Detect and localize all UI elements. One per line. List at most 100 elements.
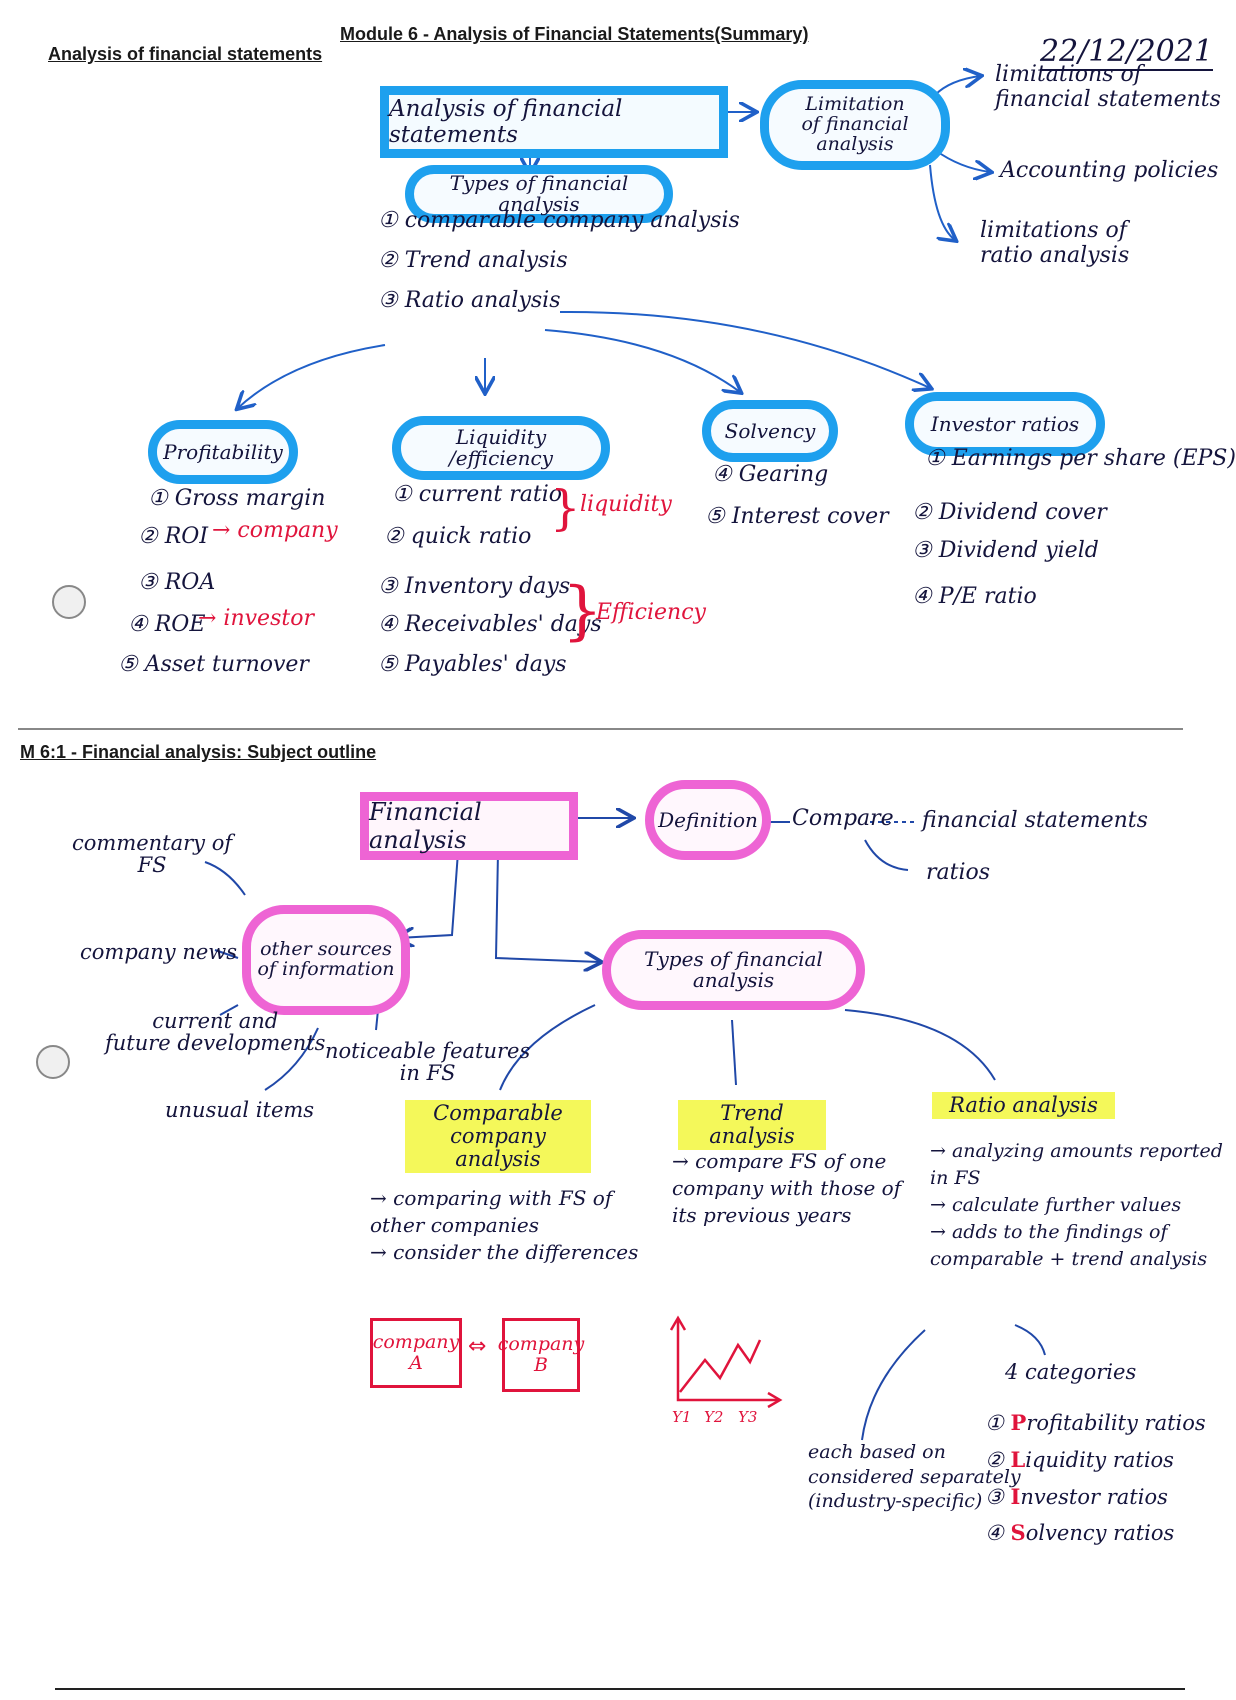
company-b-line-1: company <box>497 1333 585 1356</box>
limitation-cloud-line-1: Limitation <box>805 93 905 116</box>
solvency-item-2: ⑤ Interest cover <box>705 504 889 529</box>
investor-item-2: ② Dividend cover <box>912 500 1107 525</box>
ratio-note-3: → calculate further values <box>930 1193 1182 1216</box>
left-section-title: Analysis of financial statements <box>48 44 323 64</box>
ratio-note-5: comparable + trend analysis <box>930 1247 1208 1270</box>
source-commentary-line-1: commentary of <box>72 831 233 855</box>
ratio-category-profitability: ① Profitability ratios <box>985 1405 1206 1442</box>
source-company-news: company news <box>80 940 238 964</box>
bottom-section-title: M 6:1 - Financial analysis: Subject outl… <box>20 742 377 762</box>
comparable-notes: → comparing with FS of other companies →… <box>370 1185 638 1266</box>
liquidity-item-3: ③ Inventory days <box>378 574 571 599</box>
solvency-title: Solvency <box>724 418 816 443</box>
trend-year-3: Y3 <box>738 1408 758 1426</box>
source-developments-line-2: future developments <box>105 1031 326 1056</box>
ratio-category-2-num: ② <box>985 1447 1004 1472</box>
profitability-note-company: → company <box>212 518 338 543</box>
profitability-title: Profitability <box>163 439 283 464</box>
liquidity-item-5: ⑤ Payables' days <box>378 652 567 677</box>
type-item-comparable: ① comparable company analysis <box>378 208 740 233</box>
efficiency-brace: } <box>562 574 603 648</box>
definition-label: Definition <box>658 807 758 832</box>
line-to-categories <box>1014 1324 1046 1356</box>
solvency-cloud: Solvency <box>702 400 838 462</box>
financial-analysis-box: Financial analysis <box>360 792 578 860</box>
type-item-ratio: ③ Ratio analysis <box>378 288 561 313</box>
trend-note-1: → compare FS of one <box>672 1149 887 1173</box>
limitation-item-accounting-policies: Accounting policies <box>1000 158 1219 183</box>
liquidity-item-4: ④ Receivables' days <box>378 612 602 637</box>
company-b-line-2: B <box>534 1354 548 1376</box>
compare-target-ratios: ratios <box>926 860 991 885</box>
ratio-compare-note-2: considered separately <box>808 1465 1021 1488</box>
profitability-item-4: ④ ROE <box>128 612 206 637</box>
arrow-to-types-bottom <box>494 851 600 962</box>
financial-analysis-label: Financial analysis <box>369 798 482 854</box>
source-developments-line-1: current and <box>152 1009 279 1033</box>
line-to-ratio <box>844 1009 996 1081</box>
trend-chart-y-arrowhead <box>669 1315 687 1331</box>
line-to-trend <box>731 1019 737 1086</box>
liquidity-efficiency-cloud: Liquidity /efficiency <box>392 416 610 480</box>
trend-chart-axes <box>676 1320 778 1402</box>
comparison-arrow: ⇔ <box>468 1334 487 1359</box>
arrow-to-solvency <box>544 329 740 392</box>
investor-ratios-cloud: Investor ratios <box>905 392 1105 456</box>
line-company-news <box>214 949 239 959</box>
profitability-item-3: ③ ROA <box>138 570 216 595</box>
ratio-category-1-rest: rofitability ratios <box>1026 1411 1206 1435</box>
types-cloud-top-label: Types of financial analysis <box>449 171 629 216</box>
source-noticeable-line-2: in FS <box>399 1061 456 1086</box>
efficiency-note: Efficiency <box>596 600 706 625</box>
connector-lines <box>204 0 1046 1441</box>
trend-mini-chart <box>669 1315 783 1409</box>
types-cloud-top: Types of financial analysis <box>405 165 673 223</box>
ratio-category-investor: ③ Investor ratios <box>985 1479 1206 1516</box>
trend-chart-line <box>679 1339 762 1393</box>
ratio-category-1-num: ① <box>985 1411 1004 1435</box>
trend-note-2: company with those of <box>672 1176 902 1200</box>
definition-cloud: Definition <box>645 780 771 860</box>
other-sources-line-1: other sources <box>260 938 392 961</box>
liquidity-brace: } <box>550 480 581 536</box>
line-commentary <box>204 861 246 896</box>
trend-title: Trend analysis <box>678 1100 826 1151</box>
liquidity-note: liquidity <box>580 492 672 517</box>
ratio-compare-note: each based on considered separately (ind… <box>808 1440 1021 1514</box>
investor-title: Investor ratios <box>930 411 1080 436</box>
profitability-note-investor: → investor <box>198 606 314 631</box>
comparable-note-1: → comparing with FS of <box>370 1186 613 1210</box>
ratio-category-liquidity: ② Liquidity ratios <box>985 1442 1206 1479</box>
main-topic-box: Analysis of financial statements <box>380 86 728 158</box>
arrow-to-other-sources <box>398 851 459 938</box>
ratio-compare-note-1: each based on <box>808 1441 946 1463</box>
liquidity-item-1: ① current ratio <box>392 482 563 507</box>
types-cloud-bottom: Types of financial analysis <box>602 930 865 1010</box>
compare-label: Compare <box>792 806 894 831</box>
company-a-line-1: company <box>372 1331 460 1354</box>
liquidity-title: Liquidity /efficiency <box>449 425 553 470</box>
limitation-1-line-1: limitations of <box>995 62 1142 87</box>
ratio-compare-note-3: (industry-specific) <box>808 1490 983 1513</box>
line-to-each-based <box>861 1329 926 1441</box>
investor-item-3: ③ Dividend yield <box>912 538 1099 563</box>
ratio-category-1-letter: P <box>1010 1410 1027 1435</box>
ratio-category-2-letter: L <box>1010 1446 1026 1472</box>
ratio-category-4-letter: S <box>1010 1520 1026 1546</box>
profitability-item-5: ⑤ Asset turnover <box>118 652 309 677</box>
ratio-category-3-num: ③ <box>985 1484 1004 1509</box>
limitation-3-line-2: ratio analysis <box>980 243 1130 269</box>
page-title: Module 6 - Analysis of Financial Stateme… <box>340 24 809 44</box>
ratio-category-2-rest: iquidity ratios <box>1025 1447 1174 1472</box>
main-topic-label: Analysis of financial statements <box>389 96 623 148</box>
limitation-3-line-1: limitations of <box>980 218 1127 243</box>
punch-hole-ring <box>52 585 86 619</box>
trend-year-2: Y2 <box>704 1408 724 1426</box>
trend-chart-x-arrowhead <box>767 1391 783 1409</box>
ratio-category-4-rest: olvency ratios <box>1025 1521 1175 1546</box>
